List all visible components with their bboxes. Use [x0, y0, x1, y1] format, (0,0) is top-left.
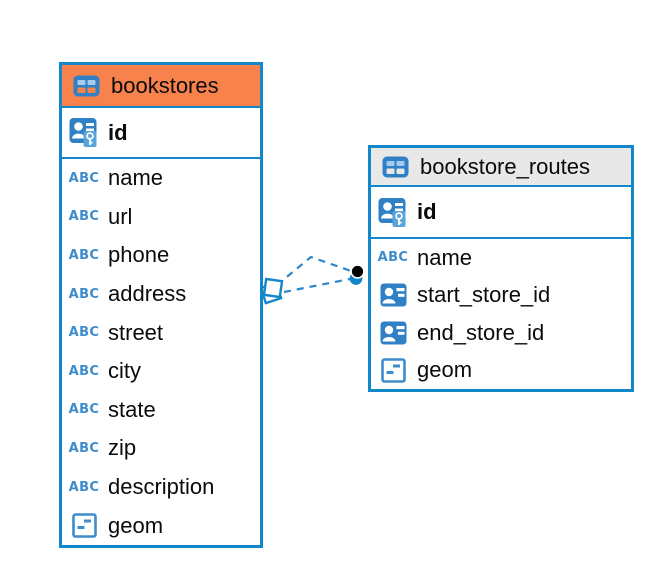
column-row[interactable]: ABC name — [62, 159, 260, 198]
relationship-line[interactable] — [283, 277, 351, 294]
column-label: name — [417, 244, 473, 270]
column-row[interactable]: geom — [62, 506, 260, 545]
table-icon — [379, 156, 411, 178]
text-icon: ABC — [68, 247, 100, 263]
table-header-bookstores[interactable]: bookstores — [62, 65, 260, 108]
geometry-icon — [68, 513, 100, 538]
column-label: name — [108, 165, 164, 191]
column-row[interactable]: ABC zip — [62, 429, 260, 468]
relationship-line[interactable] — [276, 255, 352, 286]
column-row[interactable]: ABC description — [62, 468, 260, 507]
column-row[interactable]: ABC url — [62, 198, 260, 237]
text-icon: ABC — [68, 402, 100, 418]
one-end-dot-marker[interactable] — [349, 264, 365, 285]
primary-key-icon — [68, 117, 100, 148]
text-icon: ABC — [68, 325, 100, 341]
column-label: end_store_id — [417, 319, 545, 345]
column-label: zip — [108, 435, 137, 461]
column-label: city — [108, 358, 141, 384]
column-row[interactable]: ABC address — [62, 275, 260, 314]
reference-icon — [377, 321, 409, 345]
column-row[interactable]: ABC name — [371, 239, 631, 277]
column-row[interactable]: ABC phone — [62, 236, 260, 275]
column-row[interactable]: geom — [371, 352, 631, 390]
text-icon: ABC — [68, 479, 100, 495]
text-icon: ABC — [68, 286, 100, 302]
reference-icon — [377, 283, 409, 307]
column-row[interactable]: ABC city — [62, 352, 260, 391]
table-icon — [70, 75, 102, 97]
text-icon: ABC — [68, 363, 100, 379]
column-label: description — [108, 474, 215, 500]
column-row[interactable]: end_store_id — [371, 314, 631, 352]
column-label: geom — [417, 357, 473, 383]
column-row[interactable]: ABC street — [62, 313, 260, 352]
table-bookstore-routes[interactable]: bookstore_routes id ABC name start_store_… — [368, 145, 634, 392]
text-icon: ABC — [68, 170, 100, 186]
column-label: geom — [108, 512, 164, 538]
geometry-icon — [377, 357, 409, 383]
column-label: id — [108, 119, 128, 145]
column-label: state — [108, 396, 156, 422]
column-label: url — [108, 203, 133, 229]
column-label: street — [108, 319, 164, 345]
key-column-row[interactable]: id — [62, 108, 260, 159]
text-icon: ABC — [377, 250, 409, 266]
table-title: bookstore_routes — [420, 153, 590, 179]
column-label: phone — [108, 242, 170, 268]
column-label: start_store_id — [417, 282, 551, 308]
column-label: id — [417, 199, 437, 224]
many-end-diamond-marker[interactable] — [259, 277, 284, 305]
table-header-bookstore-routes[interactable]: bookstore_routes — [371, 148, 631, 187]
column-label: address — [108, 281, 187, 307]
primary-key-icon — [377, 197, 409, 228]
key-column-row[interactable]: id — [371, 187, 631, 239]
text-icon: ABC — [68, 209, 100, 225]
column-row[interactable]: start_store_id — [371, 277, 631, 315]
table-title: bookstores — [111, 72, 219, 98]
column-row[interactable]: ABC state — [62, 391, 260, 430]
text-icon: ABC — [68, 440, 100, 456]
